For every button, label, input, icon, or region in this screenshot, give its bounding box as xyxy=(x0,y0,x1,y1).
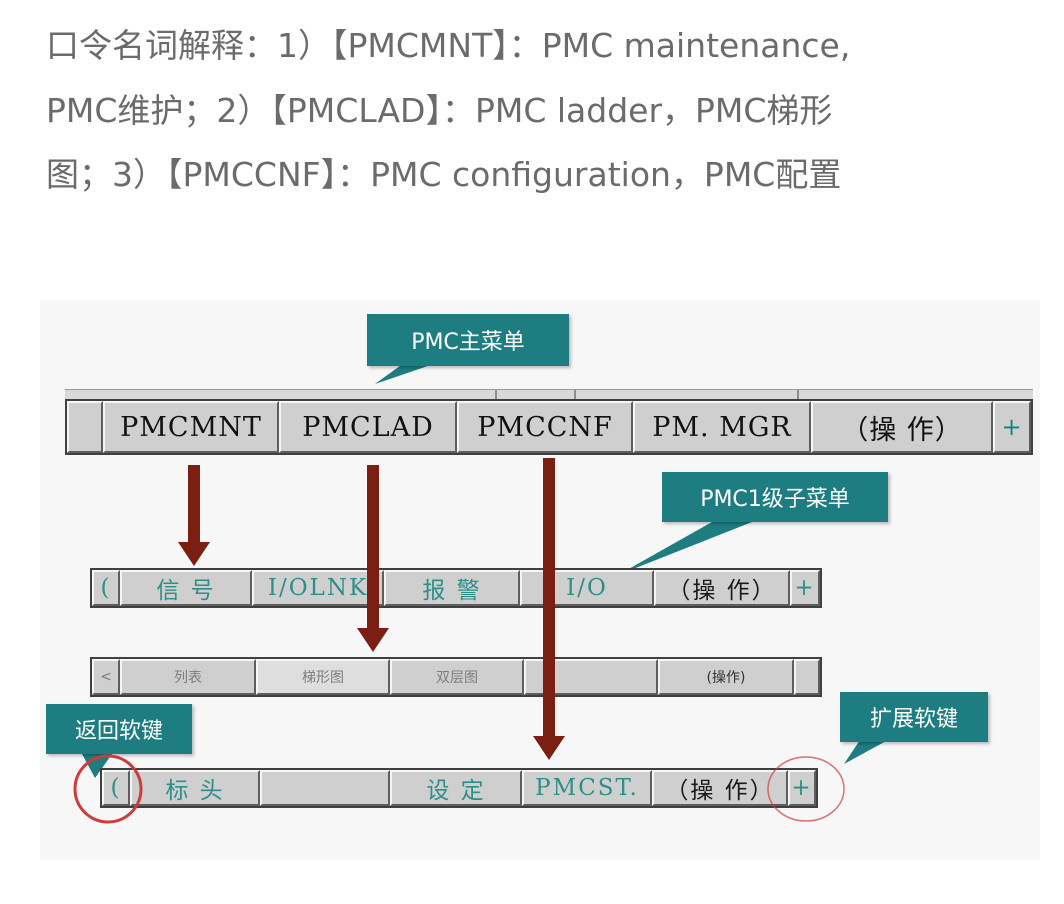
pmcmnt-softkey[interactable]: PMCMNT xyxy=(103,401,279,453)
intro-line-1: 口令名词解释：1）【PMCMNT】：PMC maintenance, xyxy=(46,26,851,65)
main-back-key[interactable] xyxy=(67,401,103,453)
sub2-end-key[interactable] xyxy=(794,659,820,695)
pmcst-softkey[interactable]: PMCST. xyxy=(522,770,652,806)
return-key-callout-label: 返回软键 xyxy=(74,719,163,744)
sub-menu-3-bar: ( 标 头 设 定 PMCST. （操 作） + xyxy=(100,768,818,808)
main-operation-softkey[interactable]: （操 作） xyxy=(811,401,993,453)
sub3-extend-key[interactable]: + xyxy=(788,770,816,806)
sub2-blank-softkey[interactable] xyxy=(524,659,658,695)
main-menu-callout-label: PMC主菜单 xyxy=(411,330,525,355)
intro-line-2: PMC维护；2）【PMCLAD】：PMC ladder，PMC梯形 xyxy=(46,90,833,130)
pm-mgr-softkey[interactable]: PM. MGR xyxy=(633,401,811,453)
list-softkey[interactable]: 列表 xyxy=(120,659,256,695)
pmclad-softkey[interactable]: PMCLAD xyxy=(279,401,457,453)
return-key-callout: 返回软键 xyxy=(46,704,192,754)
sub-menu-callout: PMC1级子菜单 xyxy=(662,472,888,522)
sub1-back-key[interactable]: ( xyxy=(92,570,120,606)
sub3-operation-softkey[interactable]: （操 作） xyxy=(652,770,788,806)
setting-softkey[interactable]: 设 定 xyxy=(390,770,522,806)
dual-ladder-softkey[interactable]: 双层图 xyxy=(390,659,524,695)
pmccnf-softkey[interactable]: PMCCNF xyxy=(457,401,633,453)
title-softkey[interactable]: 标 头 xyxy=(130,770,260,806)
alarm-softkey[interactable]: 报 警 xyxy=(384,570,520,606)
sub-menu-2-bar: < 列表 梯形图 双层图 (操作) xyxy=(90,657,822,697)
sub3-back-key[interactable]: ( xyxy=(102,770,130,806)
sub1-extend-key[interactable]: + xyxy=(790,570,820,606)
sub2-back-key[interactable]: < xyxy=(92,659,120,695)
iolnk-softkey[interactable]: I/OLNK xyxy=(252,570,384,606)
softkey-diagram: PMC主菜单 PMCMNT PMCLAD PMCCNF PM. MGR （操 作… xyxy=(40,300,1040,860)
sub2-operation-softkey[interactable]: (操作) xyxy=(658,659,794,695)
sub-menu-callout-pointer xyxy=(618,522,752,575)
main-menu-callout: PMC主菜单 xyxy=(367,314,569,366)
extend-key-callout-label: 扩展软键 xyxy=(869,707,958,732)
extend-key-callout: 扩展软键 xyxy=(840,692,988,742)
sub-menu-callout-label: PMC1级子菜单 xyxy=(700,487,850,512)
sub1-operation-softkey[interactable]: （操 作） xyxy=(654,570,790,606)
signal-softkey[interactable]: 信 号 xyxy=(120,570,252,606)
extend-key-callout-pointer xyxy=(844,740,888,764)
main-softkey-bar: PMCMNT PMCLAD PMCCNF PM. MGR （操 作） + xyxy=(65,399,1033,455)
intro-line-3: 图；3）【PMCCNF】：PMC configuration，PMC配置 xyxy=(46,155,842,194)
sub3-blank-softkey[interactable] xyxy=(260,770,390,806)
io-softkey[interactable]: I/O xyxy=(520,570,654,606)
intro-text: 口令名词解释：1）【PMCMNT】：PMC maintenance, PMC维护… xyxy=(46,14,1036,208)
menu-ruler xyxy=(65,389,1033,400)
sub-menu-1-bar: ( 信 号 I/OLNK 报 警 I/O （操 作） + xyxy=(90,568,822,608)
ladder-softkey[interactable]: 梯形图 xyxy=(256,659,390,695)
main-extend-key[interactable]: + xyxy=(993,401,1031,453)
